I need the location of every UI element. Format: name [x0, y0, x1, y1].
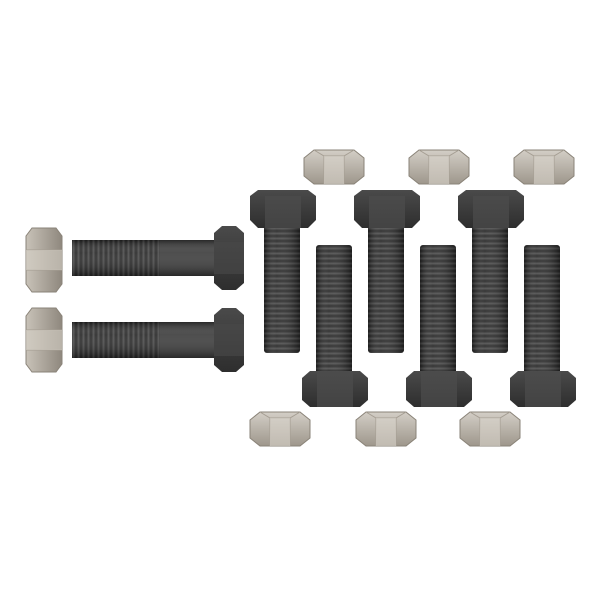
bolt-icon [250, 190, 316, 353]
bolt-icon [302, 245, 368, 407]
bolt-icon [72, 308, 244, 372]
nut-icon [25, 307, 63, 373]
nut-icon [408, 149, 470, 185]
nut-icon [303, 149, 365, 185]
bolt-icon [72, 226, 244, 290]
nut-icon [355, 411, 417, 447]
bolt-icon [458, 190, 524, 353]
nut-icon [459, 411, 521, 447]
nut-icon [249, 411, 311, 447]
nut-icon [513, 149, 575, 185]
bolt-icon [406, 245, 472, 407]
nut-icon [25, 227, 63, 293]
bolt-icon [510, 245, 576, 407]
bolt-icon [354, 190, 420, 353]
